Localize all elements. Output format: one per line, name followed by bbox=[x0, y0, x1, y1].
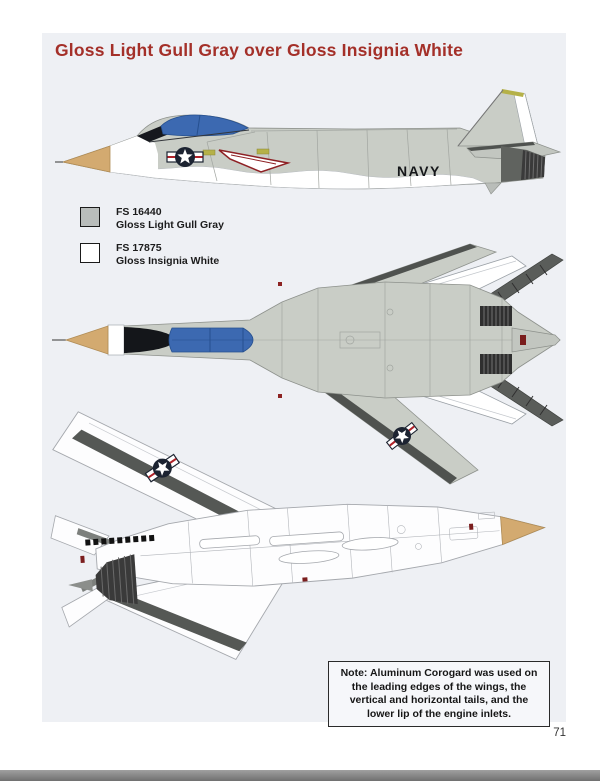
footer-bar bbox=[0, 770, 600, 781]
side-panel-lines bbox=[206, 127, 458, 189]
fs-code: FS 17875 bbox=[116, 242, 162, 254]
tail-spike bbox=[68, 579, 93, 592]
fin-leading-edge bbox=[457, 89, 504, 147]
top-exhausts bbox=[480, 306, 512, 374]
bottom-radome bbox=[500, 516, 546, 546]
left-wing-corogard bbox=[308, 376, 457, 484]
stab-line bbox=[431, 260, 517, 287]
underside-stores bbox=[199, 531, 399, 564]
intake-chevron bbox=[218, 149, 291, 173]
f14-bottom-view bbox=[50, 411, 546, 661]
stab-line bbox=[431, 393, 517, 420]
beaver-tail bbox=[511, 327, 561, 353]
cockpit-sill-line bbox=[148, 129, 250, 143]
legend-row-insignia-white: FS 17875 Gloss Insignia White bbox=[80, 242, 260, 278]
top-nose-white-band bbox=[107, 324, 125, 356]
fin-hatch-lines bbox=[497, 264, 548, 416]
side-windscreen bbox=[137, 126, 169, 142]
fs-code: FS 16440 bbox=[116, 206, 162, 218]
insignia-white-swatch bbox=[80, 243, 100, 263]
bottom-view-group bbox=[50, 411, 546, 661]
page-number: 71 bbox=[553, 727, 566, 739]
exhaust-nozzle bbox=[521, 150, 545, 180]
red-marks bbox=[80, 523, 474, 582]
walkway-dashes bbox=[85, 534, 155, 546]
red-position-light bbox=[278, 282, 282, 286]
wing-corogard-strip bbox=[72, 429, 259, 531]
legend-row-gull-gray: FS 16440 Gloss Light Gull Gray bbox=[80, 206, 260, 242]
fin-tip-light bbox=[501, 89, 524, 97]
side-canopy bbox=[160, 114, 249, 137]
f14-side-profile-view: NAVY bbox=[55, 89, 562, 195]
side-radome bbox=[61, 145, 111, 173]
wing-line bbox=[88, 422, 264, 512]
navy-marking: NAVY bbox=[397, 163, 441, 179]
canopy-frame bbox=[196, 114, 201, 136]
page-title: Gloss Light Gull Gray over Gloss Insigni… bbox=[55, 40, 464, 60]
ventral-fin bbox=[484, 182, 502, 195]
chevron-inner-line bbox=[230, 154, 277, 165]
top-antiglare bbox=[124, 327, 172, 353]
bottom-fuselage bbox=[95, 503, 546, 587]
wing-corogard-strip bbox=[111, 593, 247, 652]
side-nose-white bbox=[110, 136, 158, 177]
side-white-belly bbox=[109, 163, 486, 189]
top-radome bbox=[64, 325, 109, 355]
nozzle-ribs bbox=[524, 150, 543, 180]
exhaust-ribs bbox=[100, 554, 135, 605]
f14-top-view bbox=[52, 243, 564, 485]
tail-red-light bbox=[520, 335, 526, 345]
fs-name: Gloss Insignia White bbox=[116, 255, 220, 267]
red-position-light bbox=[278, 394, 282, 398]
fs-name: Gloss Light Gull Gray bbox=[116, 219, 224, 231]
canopy-frames bbox=[172, 328, 253, 352]
bottom-panel-lines bbox=[140, 504, 503, 587]
color-legend: FS 16440 Gloss Light Gull Gray FS 17875 … bbox=[80, 206, 260, 278]
corogard-note-box: Note: Aluminum Corogard was used on the … bbox=[328, 661, 550, 727]
gull-gray-swatch bbox=[80, 207, 100, 227]
